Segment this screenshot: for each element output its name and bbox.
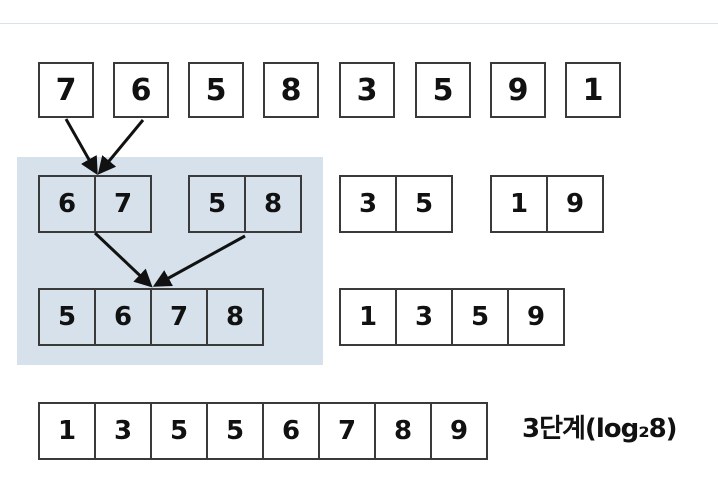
sorted-cell: 6 [262,402,320,460]
pair-group-1: 6 7 [38,175,152,233]
quad-cell: 3 [395,288,453,346]
quad-cell: 8 [206,288,264,346]
sorted-array: 1 3 5 5 6 7 8 9 [38,402,488,460]
pair-cell: 5 [188,175,246,233]
initial-cell-3: 5 [188,62,244,118]
sorted-cell: 5 [150,402,208,460]
quad-cell: 5 [38,288,96,346]
top-divider [0,23,718,24]
pair-group-2: 5 8 [188,175,302,233]
pair-group-4: 1 9 [490,175,604,233]
sorted-cell: 9 [430,402,488,460]
initial-cell-8: 1 [565,62,621,118]
quad-cell: 9 [507,288,565,346]
quad-cell: 1 [339,288,397,346]
pair-cell: 8 [244,175,302,233]
pair-cell: 1 [490,175,548,233]
quad-cell: 7 [150,288,208,346]
pair-cell: 5 [395,175,453,233]
pair-group-3: 3 5 [339,175,453,233]
pair-cell: 9 [546,175,604,233]
initial-cell-6: 5 [415,62,471,118]
pair-cell: 7 [94,175,152,233]
initial-cell-5: 3 [339,62,395,118]
sorted-cell: 7 [318,402,376,460]
pair-cell: 6 [38,175,96,233]
sorted-cell: 5 [206,402,264,460]
quad-cell: 5 [451,288,509,346]
sorted-cell: 3 [94,402,152,460]
initial-cell-7: 9 [490,62,546,118]
quad-group-1: 5 6 7 8 [38,288,264,346]
sorted-cell: 1 [38,402,96,460]
pair-cell: 3 [339,175,397,233]
initial-cell-4: 8 [263,62,319,118]
initial-cell-2: 6 [113,62,169,118]
quad-group-2: 1 3 5 9 [339,288,565,346]
step-count-note: 3단계(log₂8) [522,414,678,444]
quad-cell: 6 [94,288,152,346]
sorted-cell: 8 [374,402,432,460]
initial-cell-1: 7 [38,62,94,118]
